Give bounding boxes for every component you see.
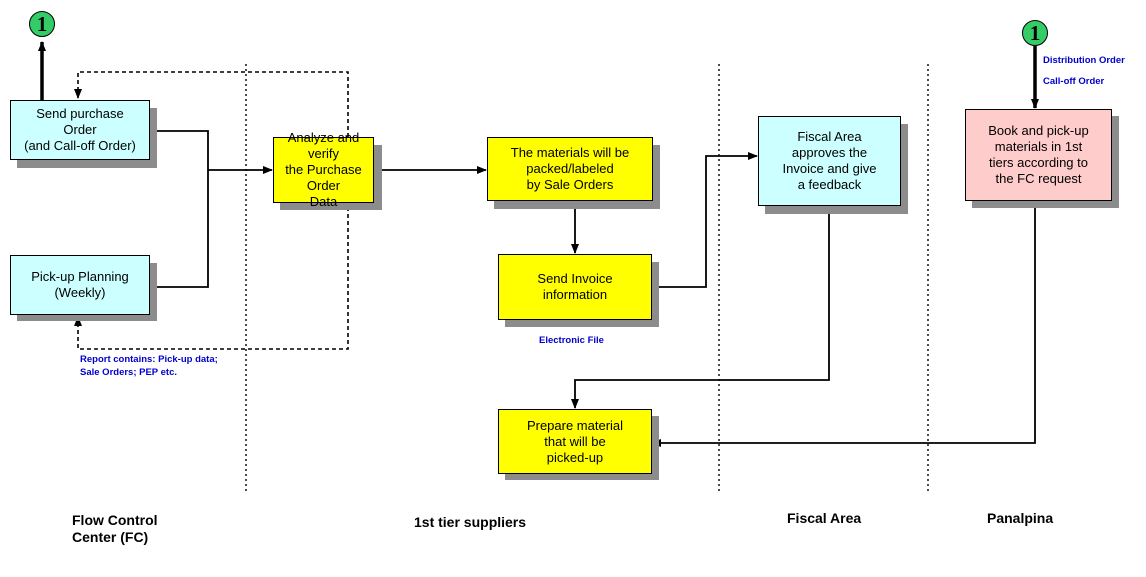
dashed-feedback-loop [74,71,349,165]
connector-circle-right: 1 [1022,20,1048,46]
lane-label-tier-suppliers: 1st tier suppliers [414,514,527,530]
lane-label-panalpina: Panalpina [987,510,1054,526]
arrow-fiscal-to-prepare [571,205,830,409]
arrow-to-fiscal-area [652,152,758,288]
call-off-order-note: Call-off Order [1043,76,1105,87]
lane-label-flow-control: Flow Control Center (FC) [72,512,158,545]
electronic-file-note: Electronic File [539,335,604,346]
connector-circle-left: 1 [29,11,55,37]
lane-label-fiscal-area: Fiscal Area [787,510,862,526]
pickup-planning-box: Pick-up Planning (Weekly) [10,255,150,315]
prepare-material-box: Prepare material that will be picked-up [498,409,652,474]
book-pickup-box: Book and pick-up materials in 1st tiers … [965,109,1112,201]
send-invoice-box: Send Invoice information [498,254,652,320]
distribution-order-note: Distribution Order [1043,55,1125,66]
send-purchase-order-box: Send purchase Order (and Call-off Order) [10,100,150,160]
line-send-order-merge [150,130,209,288]
fiscal-approves-box: Fiscal Area approves the Invoice and giv… [758,116,901,206]
report-contains-note: Report contains: Pick-up data; Sale Orde… [80,354,218,378]
analyze-verify-box: Analyze and verify the Purchase Order Da… [273,130,374,209]
materials-packed-box: The materials will be packed/labeled by … [487,137,653,201]
dashed-report-loop [74,200,349,350]
arrow-panalpina-to-prepare [651,202,1036,447]
